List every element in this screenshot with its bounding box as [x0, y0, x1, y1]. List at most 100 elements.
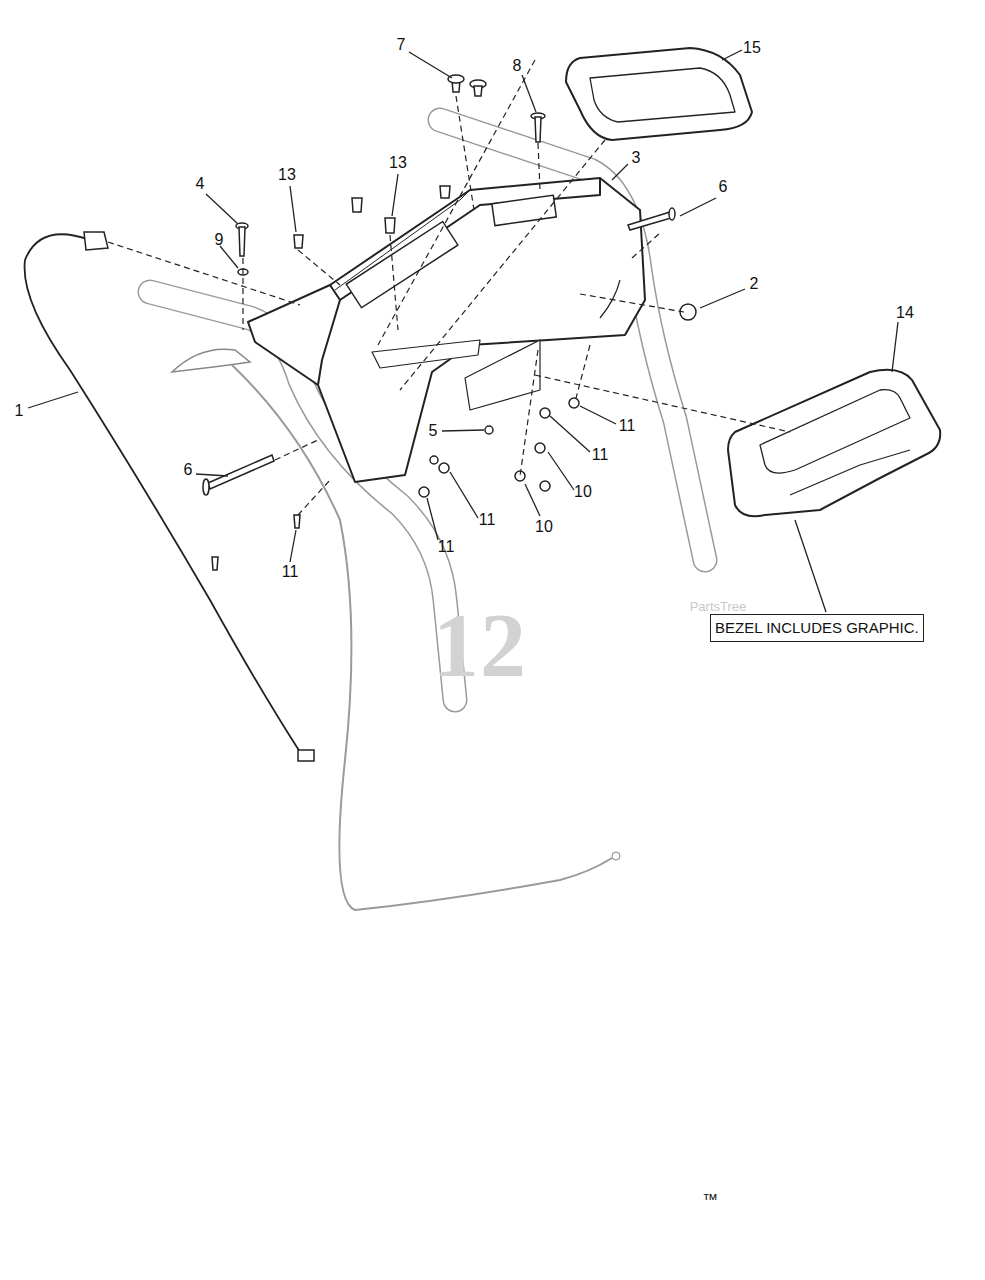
leader-line-part — [612, 164, 628, 180]
fastener-part — [535, 117, 541, 142]
fastener-part — [540, 481, 550, 491]
leader-line-part — [795, 520, 826, 612]
note-box: BEZEL INCLUDES GRAPHIC. — [710, 614, 924, 642]
fastener — [203, 75, 696, 570]
leader-line-part — [409, 52, 452, 78]
fastener-part — [294, 515, 300, 528]
leader-line — [28, 50, 898, 612]
leader-line-part — [525, 484, 540, 516]
assembly-line-part — [298, 480, 330, 515]
bezel-side-part — [728, 370, 940, 516]
assembly-line-part — [298, 250, 340, 285]
cable-end — [612, 852, 620, 860]
callout-number: 5 — [429, 423, 438, 439]
console-housing-part — [465, 340, 540, 410]
callout-number: 6 — [184, 462, 193, 478]
leader-line-part — [442, 430, 484, 431]
callout-number: 7 — [397, 37, 406, 53]
fastener-part — [485, 426, 493, 434]
leader-line-part — [290, 186, 296, 232]
leader-line-part — [450, 472, 478, 518]
fastener-part — [474, 86, 482, 96]
assembly-line-part — [520, 350, 538, 476]
fastener-part — [440, 186, 450, 198]
note-text: BEZEL INCLUDES GRAPHIC. — [715, 619, 919, 637]
bezel-side-part — [790, 450, 910, 495]
leader-line-part — [28, 392, 78, 408]
console-housing-part — [248, 178, 645, 482]
assembly-line-part — [575, 345, 590, 402]
callout-number: 3 — [632, 150, 641, 166]
callout-number: 9 — [215, 232, 224, 248]
assembly-line-part — [378, 60, 535, 345]
callout-number: 10 — [574, 484, 592, 500]
leader-line-part — [700, 289, 745, 308]
assembly-line — [108, 60, 790, 515]
console-housing-part — [318, 300, 340, 385]
bezel-side — [728, 370, 940, 516]
watermark: 12 — [433, 599, 527, 691]
callout-number: 10 — [535, 519, 553, 535]
trigger-lever — [172, 349, 250, 372]
assembly-line-part — [242, 258, 243, 330]
fastener-part — [385, 218, 395, 233]
fastener-part — [239, 227, 245, 256]
callout-number: 11 — [438, 539, 455, 555]
fastener-part — [352, 198, 362, 212]
bezel-top — [566, 48, 752, 140]
assembly-line-part — [632, 233, 660, 258]
fastener-part — [212, 557, 218, 570]
leader-line-part — [722, 50, 742, 60]
fastener-part — [203, 479, 209, 495]
callout-number: 1 — [15, 403, 24, 419]
leader-line-part — [548, 452, 574, 490]
callout-number: 4 — [196, 176, 205, 192]
fastener-part — [535, 443, 545, 453]
fastener-part — [628, 212, 671, 230]
fastener-part — [294, 235, 303, 248]
fastener-part — [569, 398, 579, 408]
callout-number: 8 — [513, 58, 522, 74]
assembly-line-part — [108, 242, 300, 305]
leader-line-part — [892, 322, 898, 372]
bezel-top-part — [590, 68, 735, 122]
assembly-line-part — [275, 440, 318, 460]
leader-line-part — [580, 406, 616, 424]
control-cable — [232, 365, 612, 910]
fastener-part — [208, 455, 274, 489]
callout-number: 6 — [719, 179, 728, 195]
callout-number: 15 — [743, 40, 761, 56]
leader-line-part — [522, 75, 536, 112]
wire-harness — [25, 234, 300, 752]
leader-line-part — [290, 530, 296, 562]
callout-number: 11 — [282, 564, 299, 580]
callout-number: 14 — [896, 305, 914, 321]
fastener-part — [430, 456, 438, 464]
callout-number: ™ — [702, 1192, 718, 1208]
fastener-part — [419, 487, 429, 497]
assembly-line-part — [400, 140, 605, 390]
callout-number: 13 — [389, 155, 407, 171]
handlebar — [150, 120, 705, 700]
assembly-line-part — [535, 375, 790, 432]
fastener-part — [448, 75, 464, 83]
leader-line-part — [220, 246, 238, 268]
assembly-line-part — [580, 294, 684, 312]
leader-line-part — [550, 416, 590, 452]
assembly-line-part — [538, 143, 540, 190]
console-housing-part — [372, 340, 480, 368]
fastener-part — [669, 208, 675, 220]
harness-connector — [84, 232, 108, 250]
bezel-top-part — [566, 48, 752, 140]
callout-number: 13 — [278, 167, 296, 183]
callout-number: 11 — [479, 512, 496, 528]
leader-line-part — [206, 194, 238, 224]
callout-number: 2 — [750, 276, 759, 292]
callout-number: 11 — [619, 418, 636, 434]
callout-number: 11 — [592, 447, 609, 463]
leader-line-part — [196, 474, 228, 476]
leader-line-part — [680, 198, 716, 216]
fastener-part — [439, 463, 449, 473]
fastener-part — [540, 408, 550, 418]
